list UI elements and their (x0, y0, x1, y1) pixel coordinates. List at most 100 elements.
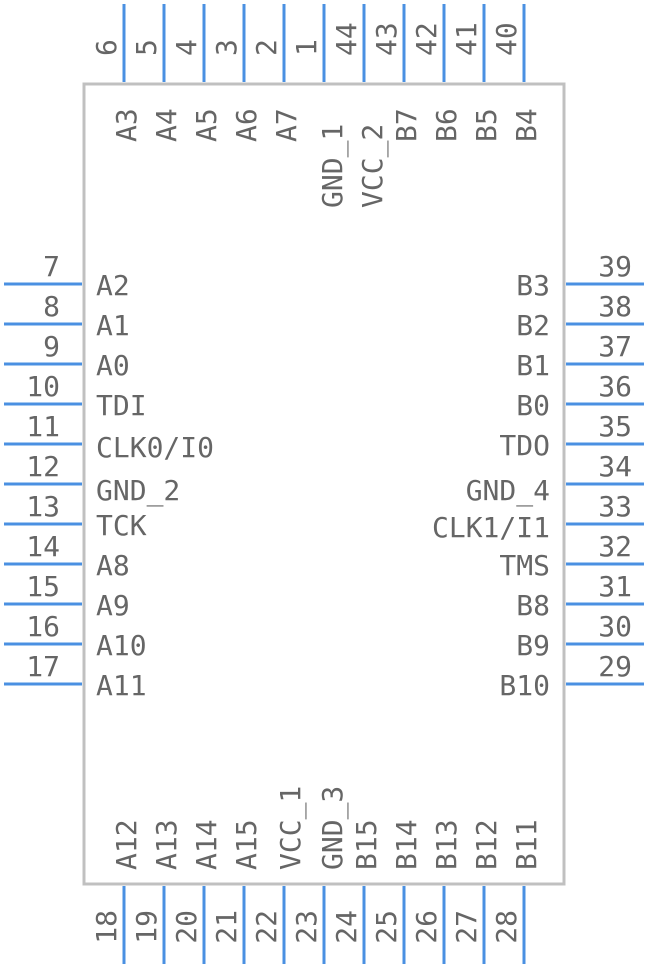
pin-number-4: 4 (170, 39, 203, 56)
pin-name-27: B13 (430, 819, 463, 870)
pin-number-5: 5 (130, 39, 163, 56)
pin-number-44: 44 (330, 22, 363, 56)
pin-name-13: TCK (96, 509, 147, 542)
pin-number-34: 34 (598, 450, 632, 483)
pin-name-7: A2 (96, 269, 130, 302)
pin-name-2: A6 (230, 108, 263, 142)
pin-name-14: A8 (96, 549, 130, 582)
pin-name-4: A4 (150, 108, 183, 142)
pin-number-6: 6 (90, 39, 123, 56)
pin-name-42: B6 (430, 108, 463, 142)
pin-name-44: GND_1 (316, 124, 350, 208)
pin-number-35: 35 (598, 410, 632, 443)
top-pin-numbers: 6 5 4 3 2 1 44 43 42 41 40 (90, 22, 523, 56)
pin-number-29: 29 (598, 650, 632, 683)
pin-name-37: B1 (516, 349, 550, 382)
pin-number-14: 14 (26, 530, 60, 563)
pin-number-19: 19 (130, 910, 163, 944)
pin-number-32: 32 (598, 530, 632, 563)
pin-number-28: 28 (490, 910, 523, 944)
pin-name-3: A5 (190, 108, 223, 142)
pin-number-7: 7 (43, 250, 60, 283)
pin-name-28: B12 (470, 819, 503, 870)
top-pin-names: A3 A4 A5 A6 A7 GND_1 VCC_2 B7 B6 B5 B4 (110, 108, 543, 208)
pin-number-17: 17 (26, 650, 60, 683)
pin-name-21: A14 (190, 819, 223, 870)
right-pins (566, 282, 644, 686)
pin-name-41: B5 (470, 108, 503, 142)
top-pins (122, 4, 526, 82)
pin-name-40: B4 (510, 108, 543, 142)
pin-number-3: 3 (210, 39, 243, 56)
right-pin-names: B3 B2 B1 B0 TDO GND_4 CLK1/I1 TMS B8 B9 … (432, 269, 550, 702)
pin-number-27: 27 (450, 910, 483, 944)
pin-number-9: 9 (43, 330, 60, 363)
pin-number-42: 42 (410, 22, 443, 56)
pin-name-10: TDI (96, 389, 147, 422)
pin-number-33: 33 (598, 490, 632, 523)
pin-number-22: 22 (250, 910, 283, 944)
component-body (82, 82, 566, 886)
pin-name-17: A11 (96, 669, 147, 702)
pin-number-36: 36 (598, 370, 632, 403)
pin-number-30: 30 (598, 610, 632, 643)
left-pin-numbers: 7 8 9 10 11 12 13 14 15 16 17 (26, 250, 60, 683)
pin-number-12: 12 (26, 450, 60, 483)
pin-number-26: 26 (410, 910, 443, 944)
pin-name-20: A13 (150, 819, 183, 870)
pin-number-18: 18 (90, 910, 123, 944)
bottom-pin-names: A12 A13 A14 A15 VCC_1 GND_3 B15 B14 B13 … (110, 786, 543, 870)
pin-name-b11: B11 (510, 819, 543, 870)
pin-name-23: VCC_1 (274, 786, 308, 870)
pin-name-38: B2 (516, 309, 550, 342)
pin-name-33: CLK1/I1 (432, 511, 550, 544)
pin-number-11: 11 (26, 410, 60, 443)
pin-name-11: CLK0/I0 (96, 431, 214, 464)
pin-name-43: B7 (390, 108, 423, 142)
pin-number-13: 13 (26, 490, 60, 523)
pin-name-24: GND_3 (316, 786, 350, 870)
pin-number-23: 23 (290, 910, 323, 944)
pin-name-8: A1 (96, 309, 130, 342)
pin-name-30: B9 (516, 629, 550, 662)
pin-number-21: 21 (210, 910, 243, 944)
right-pin-numbers: 39 38 37 36 35 34 33 32 31 30 29 (598, 250, 632, 683)
pin-number-43: 43 (370, 22, 403, 56)
pin-number-16: 16 (26, 610, 60, 643)
pin-name-22: A15 (230, 819, 263, 870)
pin-name-29: B10 (499, 669, 550, 702)
pin-number-2: 2 (250, 39, 283, 56)
pin-name-39: B3 (516, 269, 550, 302)
pin-name-19: A12 (110, 819, 143, 870)
pin-number-31: 31 (598, 570, 632, 603)
bottom-pins (122, 886, 526, 964)
pin-name-25: B15 (350, 819, 383, 870)
pin-name-36: B0 (516, 389, 550, 422)
pin-name-9: A0 (96, 349, 130, 382)
pin-name-26: B14 (390, 819, 423, 870)
pin-number-1: 1 (290, 39, 323, 56)
pin-name-34: GND_4 (466, 474, 550, 508)
pin-number-37: 37 (598, 330, 632, 363)
pin-name-32: TMS (499, 549, 550, 582)
pin-number-15: 15 (26, 570, 60, 603)
pin-name-12: GND_2 (96, 474, 180, 508)
pin-name-15: A9 (96, 589, 130, 622)
pin-number-39: 39 (598, 250, 632, 283)
pin-number-38: 38 (598, 290, 632, 323)
pin-number-20: 20 (170, 910, 203, 944)
pin-number-8: 8 (43, 290, 60, 323)
pin-number-24: 24 (330, 910, 363, 944)
pin-number-25: 25 (370, 910, 403, 944)
pin-number-41: 41 (450, 22, 483, 56)
pin-name-vcc2: VCC_2 (356, 124, 390, 208)
pin-name-35: TDO (499, 429, 550, 462)
left-pins (4, 282, 82, 686)
pin-number-40: 40 (490, 22, 523, 56)
pin-number-10: 10 (26, 370, 60, 403)
bottom-pin-numbers: 18 19 20 21 22 23 24 25 26 27 28 (90, 910, 523, 944)
pin-name-16: A10 (96, 629, 147, 662)
pin-name-31: B8 (516, 589, 550, 622)
left-pin-names: A2 A1 A0 TDI CLK0/I0 GND_2 TCK A8 A9 A10… (96, 269, 214, 702)
